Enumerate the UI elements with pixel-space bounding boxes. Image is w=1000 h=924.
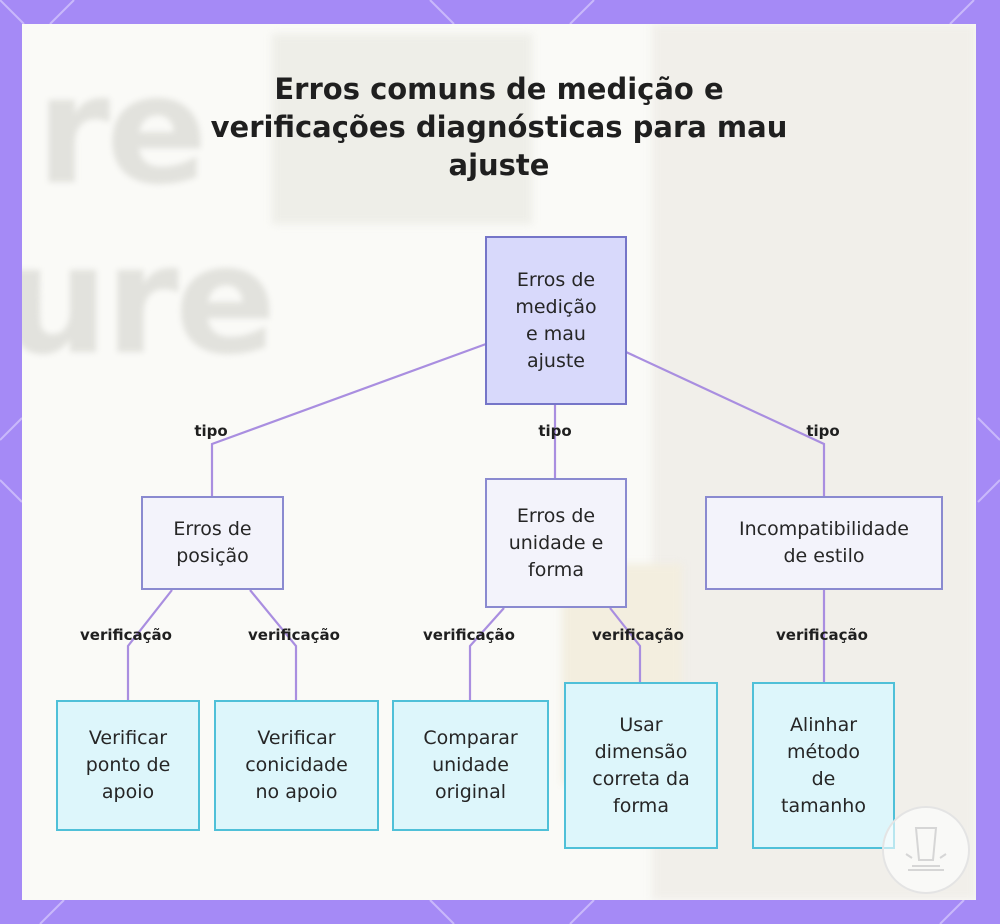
node-erros-posicao-label: Erros de posição <box>173 516 251 570</box>
edge-label-ver-dimensao: verificação <box>592 626 684 644</box>
node-verificar-conicidade-label: Verificar conicidade no apoio <box>245 725 348 806</box>
edge-posicao-conicidade <box>250 590 296 700</box>
watermark-badge <box>882 806 970 894</box>
node-incompatibilidade-estilo: Incompatibilidade de estilo <box>705 496 943 590</box>
node-erros-unidade: Erros de unidade e forma <box>485 478 627 608</box>
node-incompatibilidade-estilo-label: Incompatibilidade de estilo <box>739 516 909 570</box>
edge-label-tipo-mid: tipo <box>538 422 571 440</box>
node-alinhar-metodo-label: Alinhar método de tamanho <box>781 712 866 820</box>
node-usar-dimensao-label: Usar dimensão correta da forma <box>592 712 689 820</box>
edge-posicao-ponto <box>128 590 172 700</box>
node-erros-posicao: Erros de posição <box>141 496 284 590</box>
edge-root-estilo <box>626 352 824 496</box>
node-usar-dimensao: Usar dimensão correta da forma <box>564 682 718 849</box>
node-verificar-ponto: Verificar ponto de apoio <box>56 700 200 831</box>
node-alinhar-metodo: Alinhar método de tamanho <box>752 682 895 849</box>
edge-label-ver-conicidade: verificação <box>248 626 340 644</box>
node-erros-medicao: Erros de medição e mau ajuste <box>485 236 627 405</box>
edge-label-ver-comparar: verificação <box>423 626 515 644</box>
node-erros-medicao-label: Erros de medição e mau ajuste <box>515 267 596 375</box>
node-comparar-unidade: Comparar unidade original <box>392 700 549 831</box>
node-comparar-unidade-label: Comparar unidade original <box>423 725 517 806</box>
node-verificar-ponto-label: Verificar ponto de apoio <box>86 725 171 806</box>
glass-icon <box>884 808 968 892</box>
node-erros-unidade-label: Erros de unidade e forma <box>509 503 604 584</box>
edge-label-ver-ponto: verificação <box>80 626 172 644</box>
edge-label-tipo-right: tipo <box>806 422 839 440</box>
edge-label-ver-alinhar: verificação <box>776 626 868 644</box>
edge-label-tipo-left: tipo <box>194 422 227 440</box>
node-verificar-conicidade: Verificar conicidade no apoio <box>214 700 379 831</box>
edge-root-posicao <box>212 344 486 496</box>
edge-unidade-dimensao <box>610 608 640 682</box>
edge-unidade-comparar <box>470 608 504 700</box>
